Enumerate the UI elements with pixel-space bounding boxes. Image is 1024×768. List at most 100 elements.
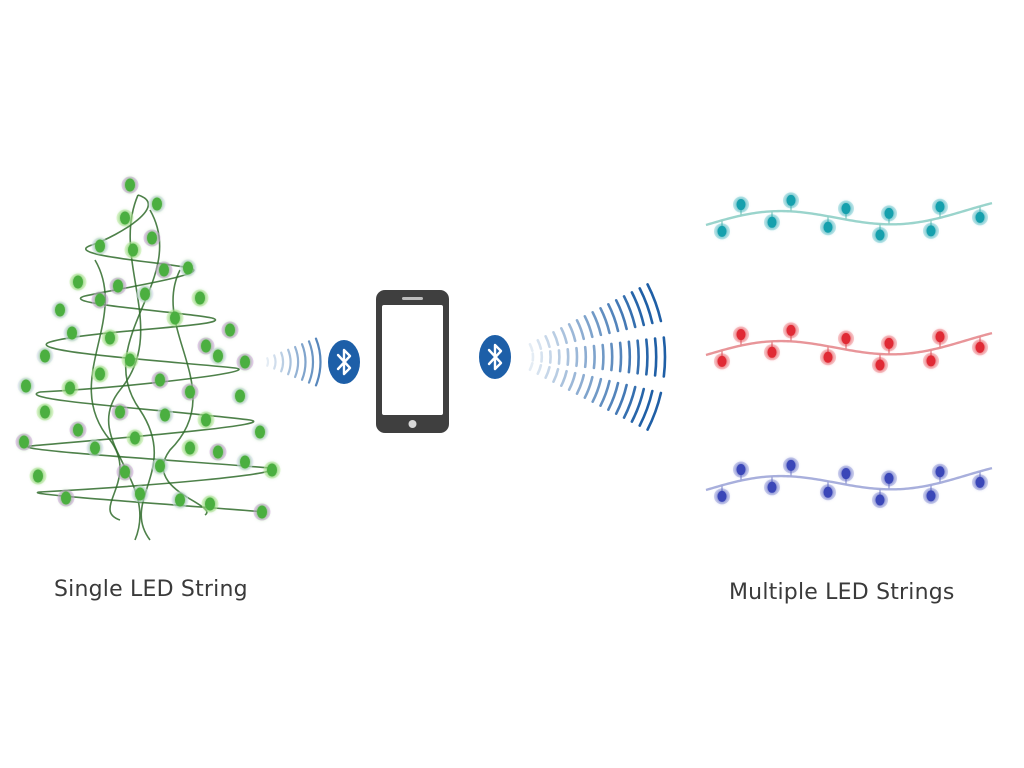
strand-bulb: [923, 219, 939, 239]
signal-arc: [528, 342, 534, 353]
tree-bulb: [69, 273, 87, 291]
tree-bulb: [191, 289, 209, 307]
strand-bulb: [872, 224, 888, 244]
signal-arc: [266, 357, 270, 367]
signal-arc: [618, 341, 623, 373]
tree-bulb: [179, 259, 197, 277]
tree-bulb: [101, 329, 119, 347]
signal-arc: [567, 323, 577, 343]
tree-bulb: [166, 309, 184, 327]
strand-bulb: [783, 457, 799, 477]
tree-bulb: [121, 176, 139, 194]
tree-bulb: [63, 324, 81, 342]
strand-bulb: [972, 206, 988, 226]
signal-arc: [552, 331, 560, 347]
phone-screen: [382, 305, 443, 415]
led-string-teal: [705, 192, 993, 244]
bluetooth-rune: [336, 348, 352, 376]
tree-bulb: [61, 379, 79, 397]
strand-bulb: [820, 346, 836, 366]
signal-arc: [560, 369, 568, 387]
tree-bulb: [143, 229, 161, 247]
strand-bulb: [783, 192, 799, 212]
signal-arc: [653, 337, 658, 377]
signal-arc: [528, 361, 534, 372]
tree-bulb: [15, 433, 33, 451]
signal-waves-left: [266, 337, 322, 387]
signal-arc: [636, 339, 640, 375]
signal-arc: [536, 338, 543, 351]
signal-arc: [544, 365, 551, 380]
tree-bulb: [201, 495, 219, 513]
tree-bulb: [209, 347, 227, 365]
smartphone-icon: [376, 290, 449, 433]
signal-arc: [575, 346, 579, 368]
tree-bulb: [51, 301, 69, 319]
signal-arc: [300, 343, 307, 381]
signal-arc: [544, 334, 551, 349]
tree-bulb: [181, 439, 199, 457]
signal-arc: [607, 381, 620, 411]
signal-arc: [662, 336, 667, 378]
tree-bulb: [116, 209, 134, 227]
tree-bulb: [181, 383, 199, 401]
tree-bulb: [86, 439, 104, 457]
signal-arc: [567, 371, 577, 391]
signal-arc: [614, 383, 628, 415]
signal-arc: [552, 367, 560, 383]
signal-arc: [560, 327, 568, 345]
tree-bulb: [136, 285, 154, 303]
tree-bulb: [231, 387, 249, 405]
signal-waves-right: [528, 283, 667, 431]
strand-bulb: [820, 481, 836, 501]
strand-bulb: [764, 476, 780, 496]
strand-bulb: [714, 350, 730, 370]
signal-arc: [536, 363, 543, 376]
tree-bulb: [197, 411, 215, 429]
signal-arc: [599, 307, 611, 335]
tree-bulb: [17, 377, 35, 395]
strand-bulb: [972, 471, 988, 491]
tree-bulb: [197, 337, 215, 355]
tree-bulb: [91, 365, 109, 383]
tree-bulb: [263, 461, 281, 479]
strand-bulb: [972, 336, 988, 356]
strand-bulb: [714, 220, 730, 240]
signal-arc: [583, 315, 594, 339]
signal-arc: [614, 299, 628, 331]
tree-bulb: [151, 371, 169, 389]
tree-bulb: [236, 353, 254, 371]
tree-wire: [36, 467, 273, 513]
tree-bulb: [236, 453, 254, 471]
single-led-string-tree: [15, 176, 281, 541]
tree-bulb: [109, 277, 127, 295]
signal-arc: [638, 389, 654, 427]
tree-bulb: [131, 485, 149, 503]
signal-arc: [273, 354, 277, 370]
led-string-red: [705, 322, 993, 374]
tree-bulb: [126, 429, 144, 447]
multiple-led-strings-label: Multiple LED Strings: [729, 580, 955, 605]
strand-bulb: [764, 341, 780, 361]
signal-arc: [646, 391, 663, 431]
strand-bulb: [932, 328, 948, 348]
bluetooth-icon-left: [328, 340, 360, 384]
strand-bulb: [932, 198, 948, 218]
bluetooth-icon-right: [479, 335, 511, 379]
tree-bulb: [36, 347, 54, 365]
phone-home-button: [408, 420, 417, 428]
strand-bulb: [881, 470, 897, 490]
signal-arc: [599, 379, 611, 407]
bluetooth-rune: [487, 343, 503, 371]
strand-bulb: [881, 335, 897, 355]
tree-bulb: [148, 195, 166, 213]
strand-bulb: [764, 211, 780, 231]
strand-bulb: [838, 465, 854, 485]
strand-bulb: [733, 326, 749, 346]
signal-arc: [601, 343, 605, 371]
tree-bulb: [253, 503, 271, 521]
strand-bulb: [923, 484, 939, 504]
signal-arc: [627, 340, 632, 374]
signal-arc: [591, 311, 603, 337]
